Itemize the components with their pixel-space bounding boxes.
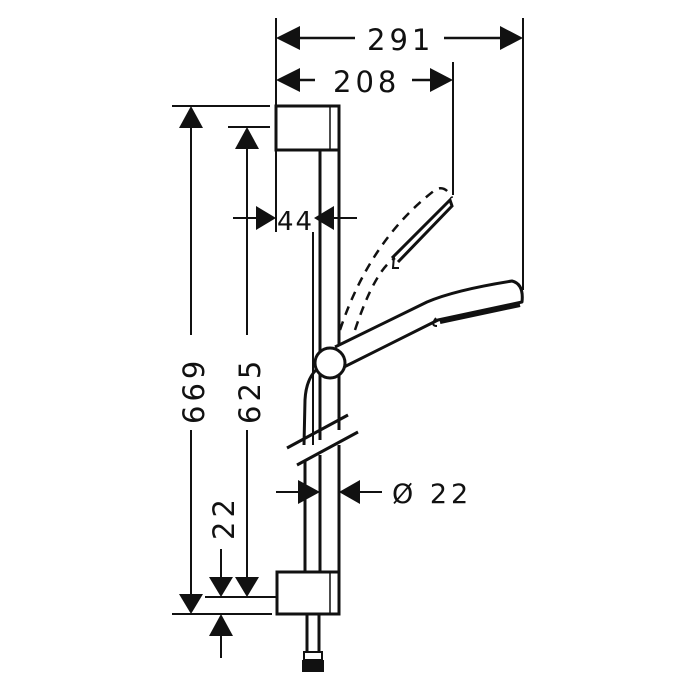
hand-shower-tilted-dashed [338,187,454,331]
hose [302,368,318,446]
dim-rail-diameter: Ø 22 [276,479,472,510]
slide-rail [286,150,359,572]
dim-rail-diameter-label: Ø 22 [392,479,472,510]
dim-669: 669 [172,105,272,615]
hand-shower [334,279,524,370]
dim-291-label: 291 [367,23,434,57]
dim-669-label: 669 [177,357,211,424]
upper-wall-bracket [274,104,341,152]
slider [313,346,347,380]
dim-625: 625 [205,126,277,598]
dim-208-label: 208 [333,65,400,99]
lower-wall-bracket [275,570,341,616]
dim-22-bottom: 22 [207,495,241,658]
dim-208: 208 [276,62,454,195]
dim-291: 291 [275,18,524,290]
dim-44-label: 44 [277,207,314,237]
dim-625-label: 625 [233,357,267,424]
hose-connector [302,614,324,672]
dim-22-bottom-label: 22 [207,495,241,540]
dim-44: 44 [233,150,357,237]
